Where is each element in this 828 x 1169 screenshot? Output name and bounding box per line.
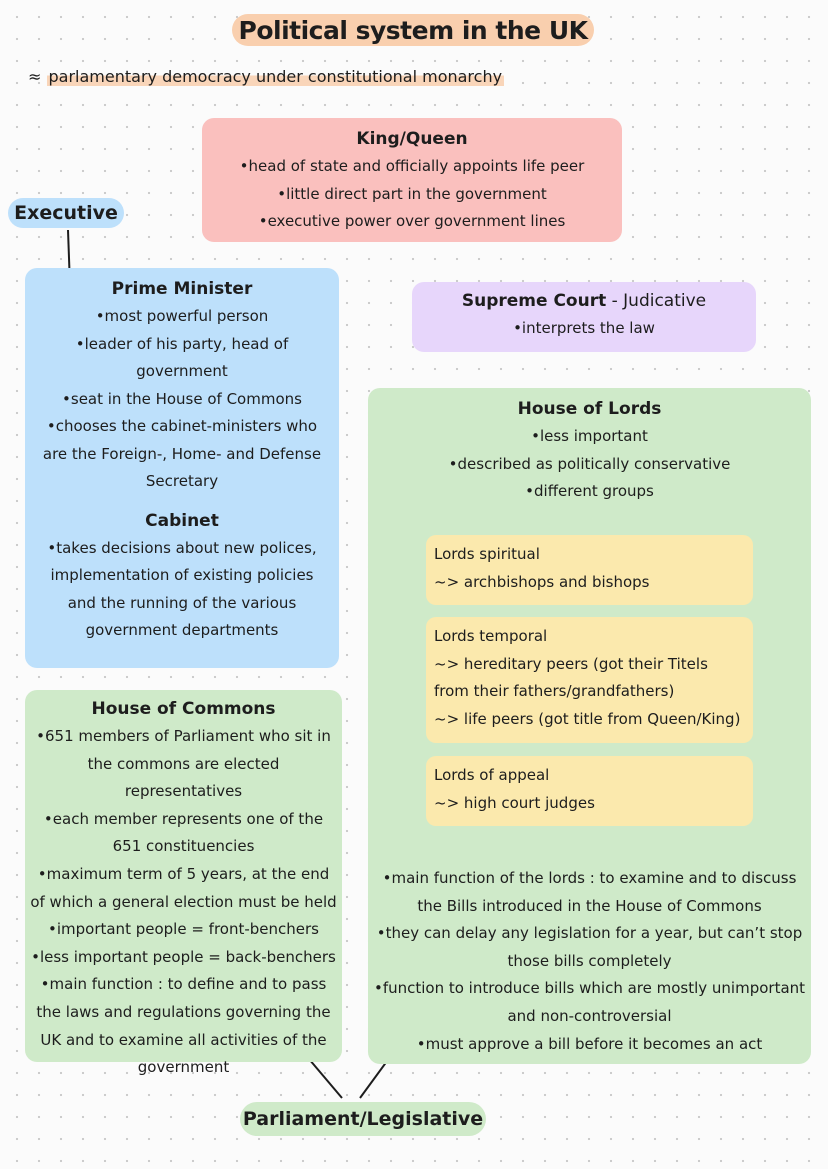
lords-group-name: Lords temporal	[434, 627, 548, 645]
supreme-court-name: Supreme Court	[461, 291, 607, 311]
king-point: head of state and officially appoints li…	[202, 153, 622, 181]
judicative-label: - Judicative	[606, 291, 707, 311]
lords-of-appeal-box: Lords of appeal ~> high court judges	[426, 756, 753, 826]
lords-function: they can delay any legislation for a yea…	[368, 920, 811, 975]
parliament-label: Parliament/Legislative	[240, 1102, 486, 1136]
executive-box: Prime Minister most powerful person lead…	[25, 268, 339, 668]
approx-icon: ≈	[28, 67, 42, 86]
commons-point: less important people = back-benchers	[29, 944, 338, 972]
lords-point: different groups	[368, 478, 811, 506]
supreme-court-box: Supreme Court - Judicative interprets th…	[412, 282, 756, 352]
lords-group-line: ~> archbishops and bishops	[434, 572, 650, 591]
cabinet-point: takes decisions about new polices, imple…	[35, 535, 329, 645]
subtitle-text: parlamentary democracy under constitutio…	[46, 67, 505, 86]
house-of-lords-title: House of Lords	[517, 399, 662, 419]
commons-point: 651 members of Parliament who sit in the…	[29, 723, 338, 806]
lords-functions: main function of the lords : to examine …	[368, 865, 811, 1058]
king-point: little direct part in the government	[202, 181, 622, 209]
lords-function: function to introduce bills which are mo…	[368, 975, 811, 1030]
king-queen-box: King/Queen head of state and officially …	[202, 118, 622, 242]
pm-point: chooses the cabinet-ministers who are th…	[35, 413, 329, 496]
prime-minister-title: Prime Minister	[111, 279, 253, 299]
lords-group-line: ~> high court judges	[434, 793, 595, 812]
king-queen-title: King/Queen	[356, 129, 468, 149]
lords-group-name: Lords spiritual	[434, 545, 540, 563]
king-point: executive power over government lines	[202, 208, 622, 236]
house-of-commons-title: House of Commons	[91, 699, 276, 719]
commons-point: maximum term of 5 years, at the end of w…	[29, 861, 338, 916]
lords-spiritual-box: Lords spiritual ~> archbishops and bisho…	[426, 535, 753, 605]
commons-point: each member represents one of the 651 co…	[29, 806, 338, 861]
house-of-commons-box: House of Commons 651 members of Parliame…	[25, 690, 342, 1076]
lords-point: described as politically conservative	[368, 451, 811, 479]
pm-point: seat in the House of Commons	[35, 386, 329, 414]
lords-group-name: Lords of appeal	[434, 766, 550, 784]
lords-function: main function of the lords : to examine …	[368, 865, 811, 920]
pm-point: leader of his party, head of government	[35, 331, 329, 386]
cabinet-title: Cabinet	[145, 510, 219, 531]
commons-point: main function : to define and to pass th…	[29, 971, 338, 1081]
subtitle: ≈ parlamentary democracy under constitut…	[28, 66, 505, 88]
executive-label: Executive	[8, 198, 124, 228]
pm-point: most powerful person	[35, 303, 329, 331]
house-of-lords-box: House of Lords less important described …	[368, 388, 811, 1064]
lords-point: less important	[368, 423, 811, 451]
court-point: interprets the law	[412, 315, 756, 343]
page-title: Political system in the UK	[232, 14, 594, 46]
commons-point: important people = front-benchers	[29, 916, 338, 944]
lords-function: must approve a bill before it becomes an…	[368, 1031, 811, 1059]
supreme-court-title: Supreme Court - Judicative	[412, 288, 756, 315]
lords-temporal-box: Lords temporal ~> hereditary peers (got …	[426, 617, 753, 743]
lords-group-line: ~> hereditary peers (got their Titels fr…	[434, 654, 708, 701]
lords-group-line: ~> life peers (got title from Queen/King…	[434, 709, 741, 728]
